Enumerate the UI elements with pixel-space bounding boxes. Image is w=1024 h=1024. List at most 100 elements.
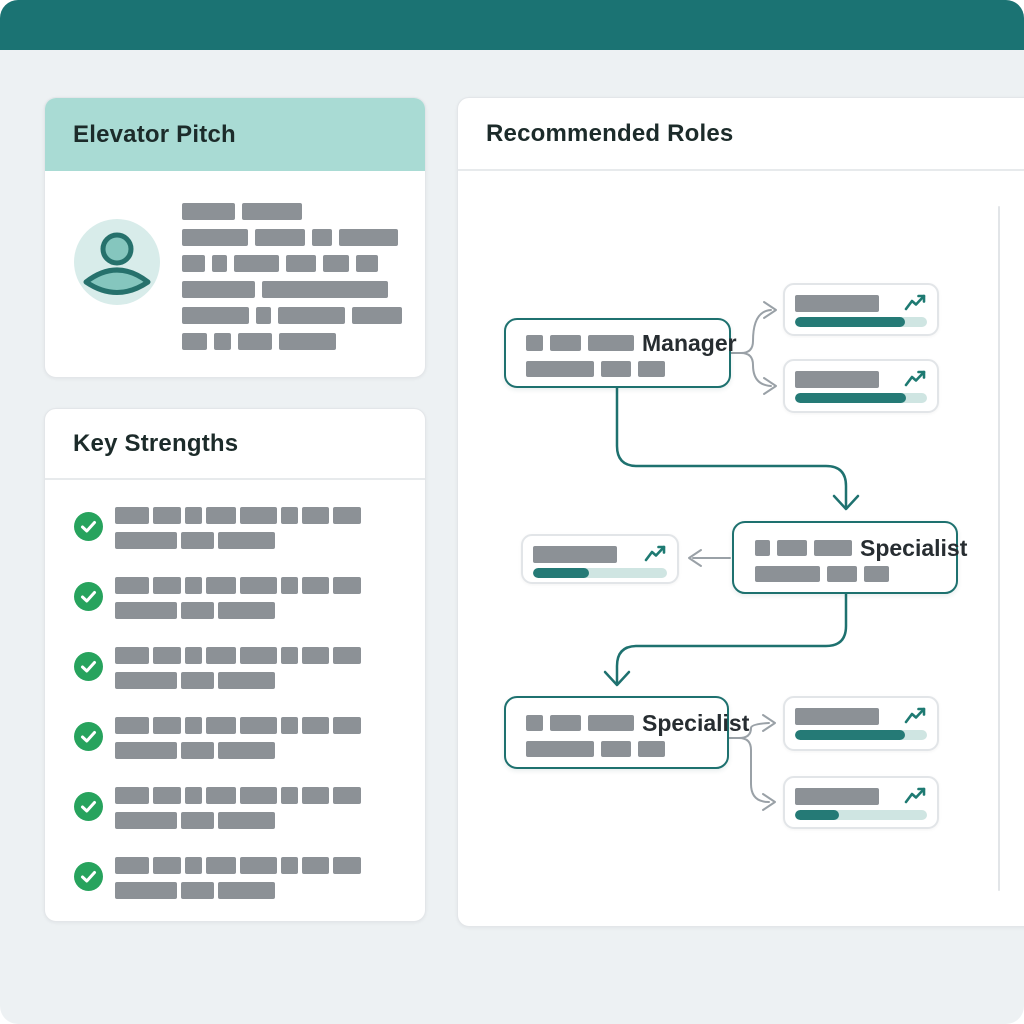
role-suggestion-card[interactable] bbox=[521, 534, 679, 584]
strength-text bbox=[115, 717, 361, 759]
role-node-manager[interactable]: Manager bbox=[504, 318, 737, 388]
placeholder-bar bbox=[115, 787, 149, 804]
placeholder-bar bbox=[795, 370, 879, 388]
trending-up-icon bbox=[904, 370, 926, 387]
placeholder-bar bbox=[206, 647, 236, 664]
role-flowchart: Manager Specialist S bbox=[458, 171, 1024, 926]
recommended-roles-card: Recommended Roles bbox=[457, 97, 1024, 927]
placeholder-bar bbox=[214, 333, 231, 350]
placeholder-row bbox=[115, 532, 361, 549]
placeholder-bar bbox=[115, 812, 177, 829]
role-suggestion-card[interactable] bbox=[783, 696, 939, 751]
placeholder-bar bbox=[182, 307, 249, 324]
role-suggestion-card[interactable] bbox=[783, 283, 939, 336]
placeholder-row bbox=[115, 742, 361, 759]
placeholder-bar bbox=[281, 787, 298, 804]
placeholder-bar bbox=[185, 507, 202, 524]
strength-item bbox=[74, 647, 425, 689]
placeholder-bar bbox=[153, 507, 181, 524]
placeholder-bar bbox=[526, 335, 543, 351]
placeholder-bar bbox=[218, 672, 275, 689]
placeholder-bar bbox=[185, 577, 202, 594]
role-node-label: Specialist bbox=[860, 535, 968, 561]
placeholder-bar bbox=[281, 857, 298, 874]
placeholder-bar bbox=[755, 566, 820, 582]
placeholder-bar bbox=[533, 545, 617, 563]
strength-item bbox=[74, 857, 425, 899]
placeholder-bar bbox=[333, 717, 361, 734]
key-strengths-card: Key Strengths bbox=[44, 408, 426, 922]
placeholder-bar bbox=[795, 707, 879, 725]
placeholder-bar bbox=[333, 507, 361, 524]
placeholder-bar bbox=[333, 857, 361, 874]
placeholder-bar bbox=[185, 857, 202, 874]
placeholder-bar bbox=[240, 787, 277, 804]
placeholder-bar bbox=[795, 294, 879, 312]
placeholder-bar bbox=[286, 255, 316, 272]
match-progress-track bbox=[795, 393, 927, 403]
placeholder-bar bbox=[182, 255, 205, 272]
placeholder-row bbox=[182, 281, 402, 298]
placeholder-row bbox=[526, 361, 665, 377]
placeholder-bar bbox=[206, 577, 236, 594]
role-suggestion-card[interactable] bbox=[783, 776, 939, 829]
placeholder-bar bbox=[218, 812, 275, 829]
placeholder-bar bbox=[218, 742, 275, 759]
node-row bbox=[526, 361, 729, 377]
node-row: Specialist bbox=[755, 535, 967, 561]
placeholder-bar bbox=[323, 255, 349, 272]
placeholder-bar bbox=[153, 577, 181, 594]
check-circle-icon bbox=[74, 652, 103, 681]
placeholder-bar bbox=[638, 741, 665, 757]
placeholder-bar bbox=[550, 715, 581, 731]
placeholder-bar bbox=[218, 882, 275, 899]
node-row: Manager bbox=[526, 330, 737, 356]
match-progress-fill bbox=[795, 810, 839, 820]
check-circle-icon bbox=[74, 512, 103, 541]
placeholder-row bbox=[115, 647, 361, 664]
placeholder-row bbox=[755, 566, 889, 582]
placeholder-row bbox=[526, 715, 634, 731]
role-suggestion-card[interactable] bbox=[783, 359, 939, 413]
placeholder-row bbox=[115, 787, 361, 804]
key-strengths-title: Key Strengths bbox=[73, 429, 239, 457]
match-progress-track bbox=[795, 730, 927, 740]
placeholder-bar bbox=[185, 647, 202, 664]
placeholder-bar bbox=[638, 361, 665, 377]
placeholder-bar bbox=[333, 647, 361, 664]
scrollbar[interactable] bbox=[998, 206, 1000, 891]
strength-text bbox=[115, 577, 361, 619]
placeholder-bar bbox=[153, 717, 181, 734]
elevator-pitch-header: Elevator Pitch bbox=[45, 98, 425, 171]
placeholder-bar bbox=[240, 647, 277, 664]
role-node-specialist-bottom[interactable]: Specialist bbox=[504, 696, 749, 769]
placeholder-row bbox=[182, 229, 402, 246]
strength-item bbox=[74, 787, 425, 829]
placeholder-bar bbox=[234, 255, 279, 272]
top-bar bbox=[0, 0, 1024, 50]
placeholder-bar bbox=[115, 602, 177, 619]
placeholder-bar bbox=[206, 507, 236, 524]
placeholder-bar bbox=[115, 647, 149, 664]
match-progress-track bbox=[795, 810, 927, 820]
placeholder-bar bbox=[185, 717, 202, 734]
role-node-specialist-mid[interactable]: Specialist bbox=[732, 521, 967, 594]
placeholder-bar bbox=[302, 787, 329, 804]
placeholder-bar bbox=[755, 540, 770, 556]
placeholder-bar bbox=[240, 507, 277, 524]
node-row bbox=[526, 741, 727, 757]
placeholder-bar bbox=[864, 566, 889, 582]
check-circle-icon bbox=[74, 722, 103, 751]
placeholder-bar bbox=[242, 203, 302, 220]
placeholder-bar bbox=[181, 882, 214, 899]
placeholder-bar bbox=[115, 672, 177, 689]
strength-item bbox=[74, 717, 425, 759]
check-circle-icon bbox=[74, 582, 103, 611]
placeholder-row bbox=[182, 307, 402, 324]
placeholder-bar bbox=[795, 787, 879, 805]
placeholder-bar bbox=[281, 507, 298, 524]
placeholder-bar bbox=[218, 532, 275, 549]
placeholder-bar bbox=[218, 602, 275, 619]
placeholder-bar bbox=[182, 333, 207, 350]
